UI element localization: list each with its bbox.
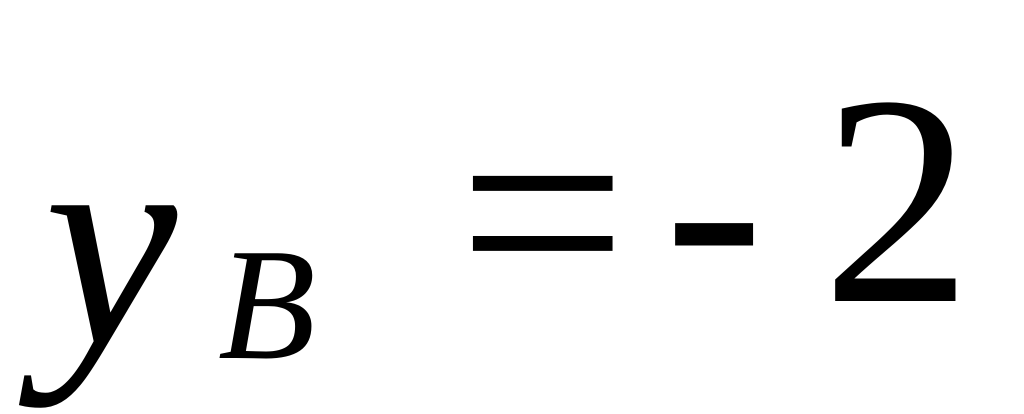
formula-equals-sign: = [458,46,628,378]
formula-subscript: B [218,215,316,393]
formula-variable: y [44,76,178,408]
formula-value: 2 [822,34,972,366]
formula-minus-sign: - [664,38,764,370]
